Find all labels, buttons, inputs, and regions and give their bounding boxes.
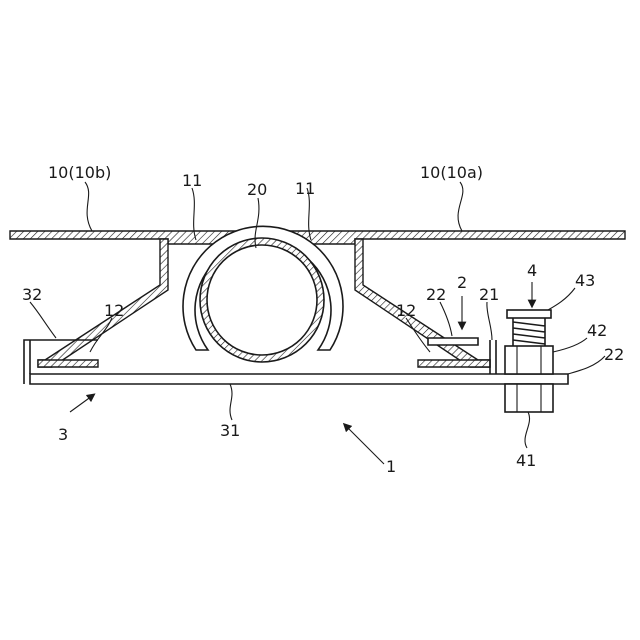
label-2: 2 bbox=[457, 273, 467, 292]
label-42: 42 bbox=[587, 321, 607, 340]
leader-42 bbox=[553, 338, 587, 352]
base-plate-31 bbox=[30, 374, 568, 384]
flange-left bbox=[38, 360, 98, 367]
label-43: 43 bbox=[575, 271, 595, 290]
pipe-20 bbox=[207, 245, 317, 355]
bolt-41 bbox=[505, 384, 553, 412]
panel-10 bbox=[10, 231, 625, 244]
leader-10a bbox=[458, 182, 463, 231]
label-1: 1 bbox=[386, 457, 396, 476]
label-12-left: 12 bbox=[104, 301, 124, 320]
label-11-right: 11 bbox=[295, 179, 315, 198]
label-10b: 10(10b) bbox=[48, 163, 111, 182]
leader-22-top bbox=[440, 302, 452, 336]
label-10a: 10(10a) bbox=[420, 163, 483, 182]
fixture-wall-21 bbox=[490, 340, 496, 374]
leader-32 bbox=[30, 302, 56, 338]
fixture-plate-22 bbox=[428, 338, 478, 345]
label-32: 32 bbox=[22, 285, 42, 304]
recess-wall-right bbox=[355, 239, 490, 367]
arrow-1 bbox=[346, 426, 384, 464]
label-4: 4 bbox=[527, 261, 537, 280]
leader-31 bbox=[230, 384, 232, 420]
leader-41 bbox=[525, 412, 530, 448]
label-21: 21 bbox=[479, 285, 499, 304]
label-22-right: 22 bbox=[604, 345, 624, 364]
flange-right bbox=[418, 360, 490, 367]
label-22-top: 22 bbox=[426, 285, 446, 304]
label-41: 41 bbox=[516, 451, 536, 470]
bolt-head-43 bbox=[507, 310, 551, 318]
label-11-left: 11 bbox=[182, 171, 202, 190]
label-3: 3 bbox=[58, 425, 68, 444]
leader-43 bbox=[548, 288, 575, 310]
leader-21 bbox=[487, 302, 492, 340]
label-31: 31 bbox=[220, 421, 240, 440]
label-12-right: 12 bbox=[396, 301, 416, 320]
arrow-3 bbox=[70, 396, 92, 412]
recess-wall-left bbox=[38, 239, 168, 367]
label-20: 20 bbox=[247, 180, 267, 199]
bolt-thread bbox=[513, 318, 545, 346]
nut-42 bbox=[505, 346, 553, 374]
leader-10b bbox=[85, 182, 92, 231]
leader-22-right bbox=[568, 356, 605, 374]
